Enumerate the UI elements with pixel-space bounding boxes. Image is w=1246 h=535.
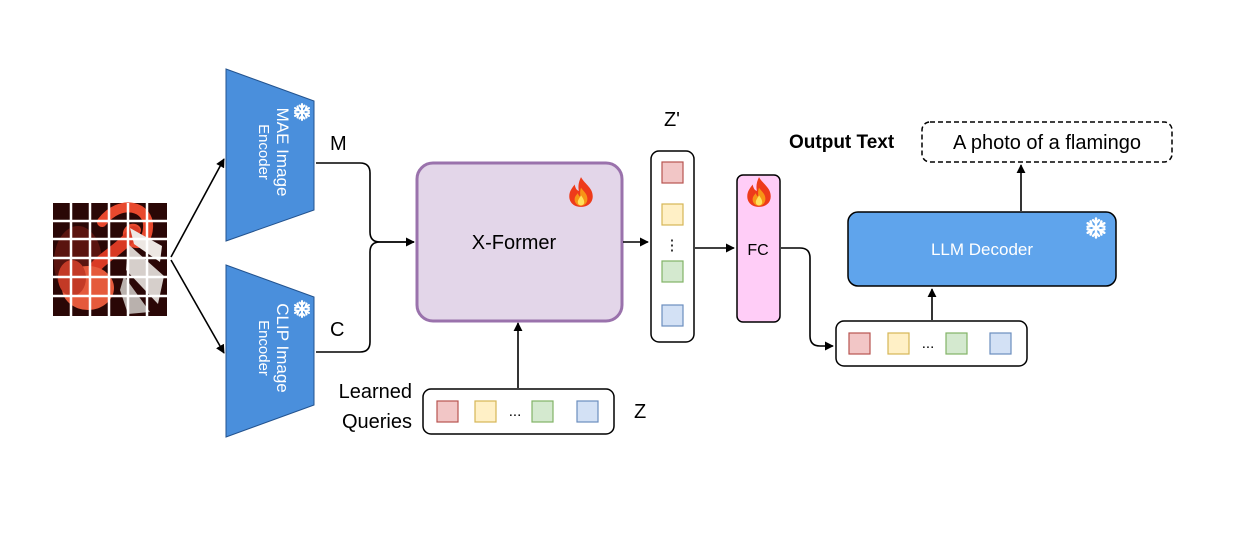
output-text-value: A photo of a flamingo — [953, 132, 1141, 154]
zprime-ellipsis: ⋮ — [665, 237, 680, 254]
mae-encoder-label-line1: MAE Image — [273, 108, 292, 197]
output-text-title: Output Text — [789, 132, 895, 153]
mae-encoder-label-line2: Encoder — [255, 124, 272, 180]
fc-to-llm-tokens-arrow — [781, 247, 834, 351]
image-to-mae-arrow — [170, 158, 225, 258]
output-text-box: A photo of a flamingo — [921, 121, 1173, 163]
zprime-token-yellow — [661, 203, 684, 226]
clip-feature-label: C — [330, 319, 344, 341]
zprime-token-red — [661, 161, 684, 184]
query-token-blue — [576, 400, 599, 423]
zprime-token-blue — [661, 304, 684, 327]
clip-encoder-label-line1: CLIP Image — [273, 303, 292, 392]
llm-decoder-label: LLM Decoder — [931, 240, 1033, 259]
input-image-patches — [53, 202, 167, 316]
zprime-token-green — [661, 260, 684, 283]
query-token-yellow — [474, 400, 497, 423]
llm-token-ellipsis: ... — [922, 335, 935, 352]
queries-symbol: Z — [634, 401, 646, 423]
learned-queries-tokens: ... — [422, 388, 615, 435]
llm-token-red — [848, 332, 871, 355]
llm-input-tokens: ... — [835, 320, 1028, 367]
query-ellipsis: ... — [509, 403, 522, 420]
mae-to-xformer-arrow — [316, 162, 415, 247]
fc-layer: FC — [736, 174, 781, 323]
learned-queries-label-line2: Queries — [342, 411, 412, 433]
llm-token-green — [945, 332, 968, 355]
llm-token-blue — [989, 332, 1012, 355]
llm-decoder-block: LLM Decoder — [847, 211, 1117, 287]
x-former-block: X-Former — [415, 161, 624, 323]
clip-image-encoder: CLIP Image Encoder — [225, 264, 315, 438]
clip-encoder-label-line2: Encoder — [255, 320, 272, 376]
zprime-tokens: ⋮ — [650, 150, 695, 343]
zprime-symbol: Z' — [664, 109, 680, 131]
mae-feature-label: M — [330, 133, 347, 155]
clip-to-xformer-arrow — [316, 241, 414, 353]
learned-queries-label-line1: Learned — [339, 381, 412, 403]
image-to-clip-arrow — [170, 259, 225, 354]
llm-token-yellow — [887, 332, 910, 355]
x-former-label: X-Former — [472, 232, 557, 254]
mae-image-encoder: MAE Image Encoder — [225, 68, 315, 242]
query-token-green — [531, 400, 554, 423]
fc-label: FC — [747, 242, 768, 259]
query-token-red — [436, 400, 459, 423]
